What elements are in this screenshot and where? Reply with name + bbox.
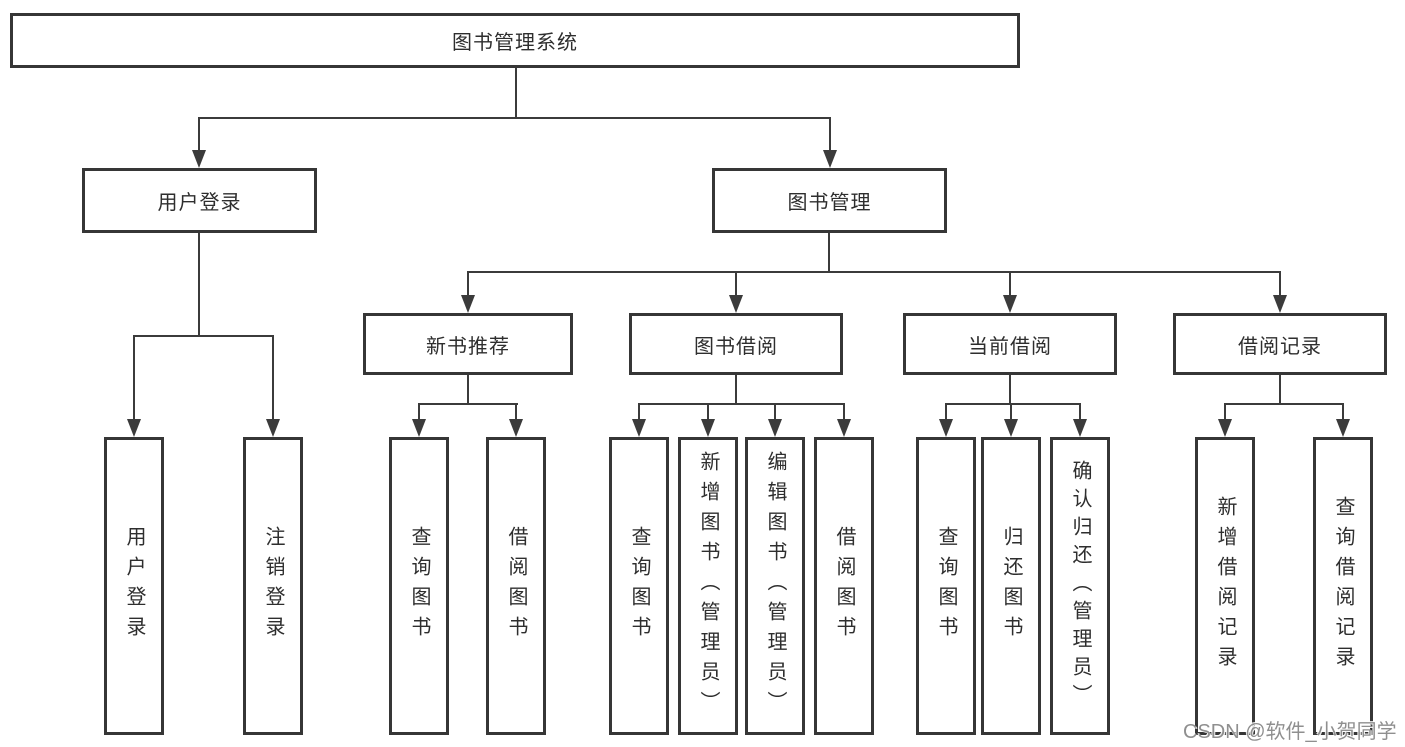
node-label: 用户登录 [157,192,242,214]
connector-line [133,335,274,337]
connector-line [1079,403,1081,423]
leaf-query-book: 查询图书 [916,437,976,735]
connector-line [515,403,517,423]
connector-line [1279,271,1281,299]
leaf-label: 查询图书 [628,526,650,646]
arrowhead-icon [823,150,837,168]
arrowhead-icon [266,419,280,437]
node-library-management-system: 图书管理系统 [10,13,1020,68]
leaf-label: 确认归还（管理员） [1069,460,1091,712]
connector-line [467,271,469,299]
node-label: 图书管理 [787,192,872,214]
arrowhead-icon [768,419,782,437]
arrowhead-icon [461,295,475,313]
connector-line [638,403,640,423]
connector-line [1009,375,1011,405]
connector-line [638,403,845,405]
arrowhead-icon [412,419,426,437]
connector-line [1224,403,1344,405]
connector-line [272,335,274,423]
node-label: 图书管理系统 [452,32,578,54]
arrowhead-icon [1003,295,1017,313]
leaf-label: 注销登录 [262,526,284,646]
leaf-confirm-return-admin: 确认归还（管理员） [1050,437,1110,735]
arrowhead-icon [939,419,953,437]
connector-line [1010,403,1012,423]
arrowhead-icon [1004,419,1018,437]
arrowhead-icon [632,419,646,437]
leaf-label: 查询图书 [935,526,957,646]
node-borrowing-records: 借阅记录 [1173,313,1387,375]
arrowhead-icon [1273,295,1287,313]
node-current-borrowing: 当前借阅 [903,313,1117,375]
arrowhead-icon [127,419,141,437]
node-book-borrowing: 图书借阅 [629,313,843,375]
leaf-label: 新增图书（管理员） [697,451,719,721]
connector-line [707,403,709,423]
connector-line [829,117,831,154]
connector-line [515,68,517,118]
leaf-query-book: 查询图书 [389,437,449,735]
leaf-label: 编辑图书（管理员） [764,451,786,721]
leaf-query-borrow-record: 查询借阅记录 [1313,437,1373,735]
node-label: 图书借阅 [694,335,778,358]
leaf-add-book-admin: 新增图书（管理员） [678,437,738,735]
leaf-query-book: 查询图书 [609,437,669,735]
leaf-label: 查询图书 [408,526,430,646]
arrowhead-icon [729,295,743,313]
connector-line [843,403,845,423]
leaf-borrow-book: 借阅图书 [814,437,874,735]
arrowhead-icon [192,150,206,168]
connector-line [418,403,518,405]
connector-line [828,233,830,273]
connector-line [467,271,1281,273]
leaf-edit-book-admin: 编辑图书（管理员） [745,437,805,735]
arrowhead-icon [1336,419,1350,437]
arrowhead-icon [1073,419,1087,437]
leaf-label: 借阅图书 [833,526,855,646]
node-user-login: 用户登录 [82,168,317,233]
watermark: CSDN @软件_小贺同学 [1183,721,1397,743]
node-label: 新书推荐 [426,335,510,358]
leaf-label: 查询借阅记录 [1332,496,1354,676]
node-label: 借阅记录 [1238,335,1322,358]
leaf-return-book: 归还图书 [981,437,1041,735]
arrowhead-icon [509,419,523,437]
connector-line [1279,375,1281,405]
leaf-label: 用户登录 [123,526,145,646]
connector-line [198,117,831,119]
leaf-label: 归还图书 [1000,526,1022,646]
node-new-book-recommendation: 新书推荐 [363,313,573,375]
connector-line [467,375,469,405]
connector-line [1224,403,1226,423]
node-book-management: 图书管理 [712,168,947,233]
connector-line [1342,403,1344,423]
leaf-add-borrow-record: 新增借阅记录 [1195,437,1255,735]
connector-line [774,403,776,423]
connector-line [418,403,420,423]
connector-line [945,403,1081,405]
leaf-logout: 注销登录 [243,437,303,735]
arrowhead-icon [701,419,715,437]
arrowhead-icon [1218,419,1232,437]
connector-line [198,117,200,154]
leaf-user-login: 用户登录 [104,437,164,735]
leaf-label: 借阅图书 [505,526,527,646]
connector-line [735,271,737,299]
leaf-borrow-book: 借阅图书 [486,437,546,735]
connector-line [198,233,200,337]
connector-line [133,335,135,423]
arrowhead-icon [837,419,851,437]
node-label: 当前借阅 [968,335,1052,358]
leaf-label: 新增借阅记录 [1214,496,1236,676]
connector-line [1009,271,1011,299]
connector-line [735,375,737,405]
connector-line [945,403,947,423]
